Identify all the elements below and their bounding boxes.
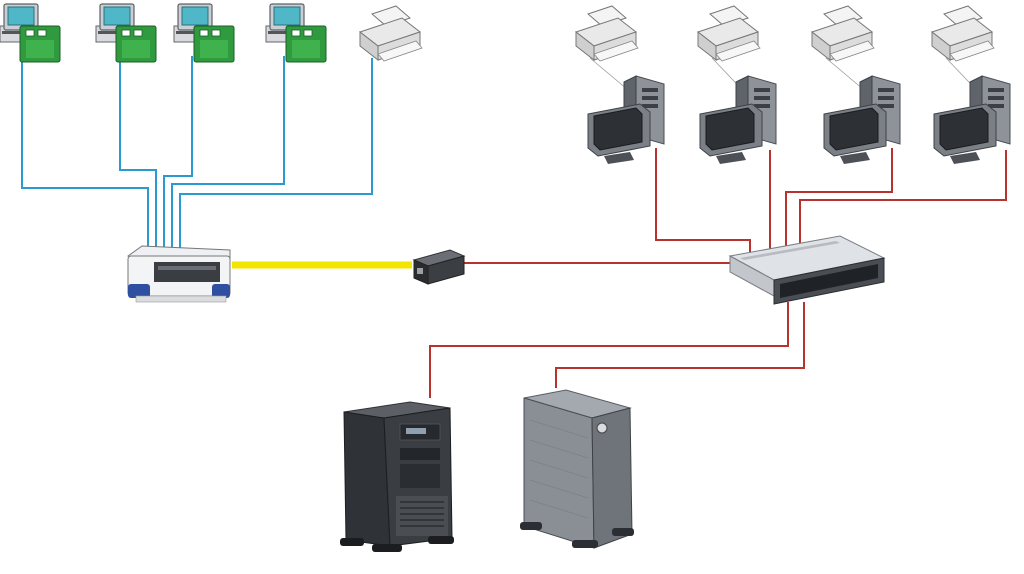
serial-cable-terminal-3: [163, 56, 193, 252]
serial-cables: [21, 56, 373, 252]
ethernet-cables: [429, 148, 1007, 398]
pc-icon: [587, 75, 665, 165]
ethernet-switch-icon: [728, 235, 886, 305]
serial-cable-printer: [179, 58, 373, 252]
terminal-icon: [0, 3, 61, 63]
pc-icon: [823, 75, 901, 165]
media-converter-icon: [412, 249, 466, 285]
ethernet-cable-workstation-4: [799, 150, 1007, 246]
printer-icon: [931, 5, 995, 62]
ethernet-cable-server-2: [555, 302, 805, 388]
printer-icon: [359, 5, 423, 62]
printer-icon: [811, 5, 875, 62]
printer-icon: [575, 5, 639, 62]
tower-server-icon: [340, 401, 454, 552]
tower-server-icon: [520, 389, 634, 549]
serial-cable-terminal-2: [119, 56, 157, 252]
ethernet-cable-workstation-1: [655, 148, 751, 252]
ethernet-cable-server-1: [429, 302, 789, 398]
terminal-icon: [265, 3, 327, 63]
ethernet-cable-workstation-3: [785, 148, 893, 248]
pc-icon: [699, 75, 777, 165]
serial-cable-terminal-4: [171, 56, 285, 252]
serial-server-icon: [126, 245, 231, 303]
printer-icon: [697, 5, 761, 62]
terminal-icon: [95, 3, 157, 63]
pc-icon: [933, 75, 1011, 165]
terminal-icon: [173, 3, 235, 63]
serial-cable-terminal-1: [21, 56, 149, 252]
